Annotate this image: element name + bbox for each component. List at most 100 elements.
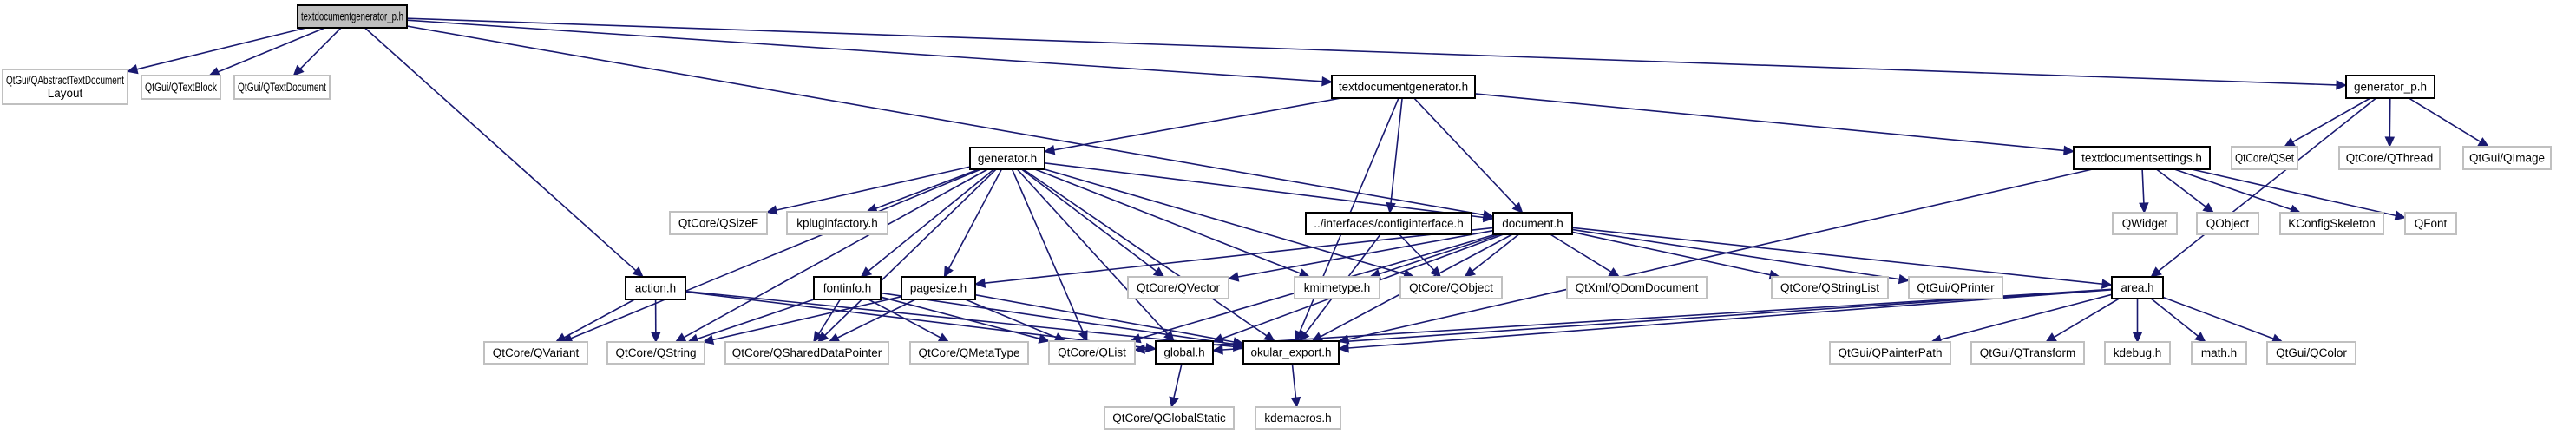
node-kmimetype[interactable]: kmimetype.h bbox=[1294, 276, 1380, 299]
node-qshareddatapointer[interactable]: QtCore/QSharedDataPointer bbox=[724, 341, 889, 365]
node-box[interactable] bbox=[2104, 341, 2171, 365]
node-kdemacros[interactable]: kdemacros.h bbox=[1255, 406, 1341, 430]
node-box[interactable] bbox=[1492, 212, 1573, 235]
edge-arrowhead bbox=[2101, 279, 2114, 289]
node-generator-p[interactable]: generator_p.h bbox=[2345, 75, 2435, 99]
node-box[interactable] bbox=[2112, 212, 2178, 235]
node-box[interactable] bbox=[1242, 340, 1340, 365]
node-qvector[interactable]: QtCore/QVector bbox=[1127, 276, 1229, 299]
node-label: textdocumentgenerator.h bbox=[1339, 81, 1468, 94]
node-root[interactable]: textdocumentgenerator_p.h bbox=[297, 4, 408, 29]
node-box[interactable] bbox=[233, 75, 331, 100]
node-label: QObject bbox=[2206, 217, 2250, 230]
edge-fontinfo-to-qshareddatapointer bbox=[817, 299, 842, 335]
node-action[interactable]: action.h bbox=[625, 276, 686, 300]
node-box[interactable] bbox=[2462, 146, 2552, 170]
node-qstring[interactable]: QtCore/QString bbox=[606, 341, 705, 365]
node-qsizef[interactable]: QtCore/QSizeF bbox=[669, 211, 768, 235]
edge-document-to-qvector bbox=[1237, 229, 1494, 278]
node-box[interactable] bbox=[1829, 341, 1951, 365]
node-box[interactable] bbox=[2, 69, 128, 105]
node-textdocumentgenerator[interactable]: textdocumentgenerator.h bbox=[1331, 75, 1476, 99]
node-box[interactable] bbox=[2338, 146, 2441, 170]
node-qstringlist[interactable]: QtCore/QStringList bbox=[1771, 276, 1889, 299]
node-area[interactable]: area.h bbox=[2111, 276, 2164, 299]
node-box[interactable] bbox=[297, 4, 408, 29]
node-qtextdocument[interactable]: QtGui/QTextDocument bbox=[233, 75, 331, 100]
edge-generator-to-qstring bbox=[683, 168, 988, 339]
node-qlist[interactable]: QtCore/QList bbox=[1048, 340, 1136, 365]
node-qfont[interactable]: QFont bbox=[2404, 212, 2457, 235]
node-math[interactable]: math.h bbox=[2191, 341, 2247, 365]
node-label: QtGui/QTextBlock bbox=[145, 81, 217, 94]
node-kpluginfactory[interactable]: kpluginfactory.h bbox=[786, 211, 888, 235]
node-box[interactable] bbox=[1155, 340, 1214, 365]
node-qobject[interactable]: QtCore/QObject bbox=[1399, 276, 1503, 299]
node-box[interactable] bbox=[1294, 276, 1380, 299]
node-box[interactable] bbox=[2266, 341, 2356, 365]
node-box[interactable] bbox=[625, 276, 686, 300]
node-box[interactable] bbox=[141, 75, 221, 100]
edge-root-to-qtextdocument bbox=[299, 27, 342, 69]
node-qglobalstatic[interactable]: QtCore/QGlobalStatic bbox=[1104, 406, 1235, 430]
node-kdebug[interactable]: kdebug.h bbox=[2104, 341, 2171, 365]
node-generator[interactable]: generator.h bbox=[969, 147, 1045, 170]
node-configinterface[interactable]: ../interfaces/configinterface.h bbox=[1305, 212, 1472, 235]
node-box[interactable] bbox=[1399, 276, 1503, 299]
node-okular-export[interactable]: okular_export.h bbox=[1242, 340, 1340, 365]
node-qwidget[interactable]: QWidget bbox=[2112, 212, 2178, 235]
node-qset[interactable]: QtCore/QSet bbox=[2231, 146, 2298, 170]
node-box[interactable] bbox=[1255, 406, 1341, 430]
node-box[interactable] bbox=[1771, 276, 1889, 299]
node-box[interactable] bbox=[606, 341, 705, 365]
edge-textdocumentsettings-to-okular-export bbox=[1347, 168, 2093, 340]
node-box[interactable] bbox=[1908, 276, 2003, 299]
node-box[interactable] bbox=[2196, 212, 2259, 235]
node-box[interactable] bbox=[669, 211, 768, 235]
node-box[interactable] bbox=[1104, 406, 1235, 430]
node-qtextblock[interactable]: QtGui/QTextBlock bbox=[141, 75, 221, 100]
node-box[interactable] bbox=[813, 276, 882, 300]
node-qimage[interactable]: QtGui/QImage bbox=[2462, 146, 2552, 170]
node-fontinfo[interactable]: fontinfo.h bbox=[813, 276, 882, 300]
node-qprinter[interactable]: QtGui/QPrinter bbox=[1908, 276, 2003, 299]
node-box[interactable] bbox=[2345, 75, 2435, 99]
edge-generator-to-fontinfo bbox=[868, 168, 995, 272]
node-qcolor[interactable]: QtGui/QColor bbox=[2266, 341, 2356, 365]
node-box[interactable] bbox=[1970, 341, 2085, 365]
node-kconfigskeleton[interactable]: KConfigSkeleton bbox=[2279, 212, 2384, 235]
node-label: QtCore/QVector bbox=[1137, 281, 1221, 294]
node-box[interactable] bbox=[1048, 340, 1136, 365]
node-qpainterpath[interactable]: QtGui/QPainterPath bbox=[1829, 341, 1951, 365]
node-box[interactable] bbox=[1305, 212, 1472, 235]
node-box[interactable] bbox=[1127, 276, 1229, 299]
node-qvariant[interactable]: QtCore/QVariant bbox=[483, 341, 588, 365]
node-box[interactable] bbox=[2191, 341, 2247, 365]
node-box[interactable] bbox=[2073, 146, 2211, 170]
node-box[interactable] bbox=[1331, 75, 1476, 99]
node-textdocumentsettings[interactable]: textdocumentsettings.h bbox=[2073, 146, 2211, 170]
node-box[interactable] bbox=[901, 276, 976, 300]
node-qmetatype[interactable]: QtCore/QMetaType bbox=[909, 341, 1029, 365]
node-global[interactable]: global.h bbox=[1155, 340, 1214, 365]
node-label: okular_export.h bbox=[1250, 346, 1331, 359]
node-box[interactable] bbox=[2279, 212, 2384, 235]
node-box[interactable] bbox=[2404, 212, 2457, 235]
node-box[interactable] bbox=[2231, 146, 2298, 170]
node-box[interactable] bbox=[909, 341, 1029, 365]
node-qthread[interactable]: QtCore/QThread bbox=[2338, 146, 2441, 170]
node-box[interactable] bbox=[2111, 276, 2164, 299]
node-box[interactable] bbox=[483, 341, 588, 365]
node-box[interactable] bbox=[969, 147, 1045, 170]
node-pagesize[interactable]: pagesize.h bbox=[901, 276, 976, 300]
edge-arrowhead bbox=[1227, 272, 1240, 282]
edge-area-to-qcolor bbox=[2162, 296, 2274, 339]
node-qdomdocument[interactable]: QtXml/QDomDocument bbox=[1566, 276, 1708, 299]
node-qobject-plain[interactable]: QObject bbox=[2196, 212, 2259, 235]
node-qtransform[interactable]: QtGui/QTransform bbox=[1970, 341, 2085, 365]
node-box[interactable] bbox=[1566, 276, 1708, 299]
node-document[interactable]: document.h bbox=[1492, 212, 1573, 235]
node-box[interactable] bbox=[724, 341, 889, 365]
node-box[interactable] bbox=[786, 211, 888, 235]
